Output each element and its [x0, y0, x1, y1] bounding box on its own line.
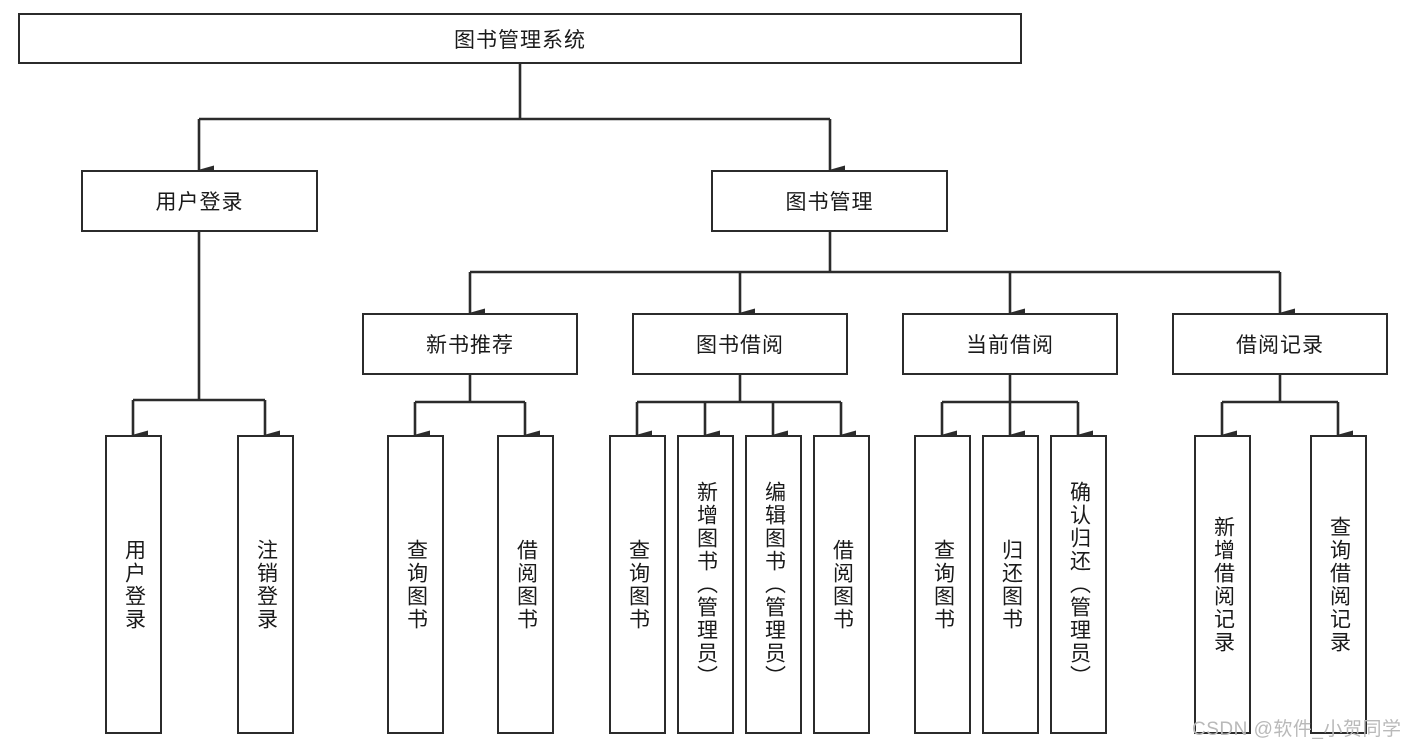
- leaf-query-book-current[interactable]: 查询图书: [914, 435, 971, 734]
- node-book-management[interactable]: 图书管理: [711, 170, 948, 232]
- node-user-login[interactable]: 用户登录: [81, 170, 318, 232]
- leaf-query-borrow-record[interactable]: 查询借阅记录: [1310, 435, 1367, 734]
- node-current-borrow[interactable]: 当前借阅: [902, 313, 1118, 375]
- leaf-label: 编辑图书（管理员）: [762, 481, 786, 688]
- node-root[interactable]: 图书管理系统: [18, 13, 1022, 64]
- leaf-query-book-new[interactable]: 查询图书: [387, 435, 444, 734]
- leaf-label: 借阅图书: [830, 538, 854, 631]
- leaf-borrow-book[interactable]: 借阅图书: [813, 435, 870, 734]
- node-new-book-recommend[interactable]: 新书推荐: [362, 313, 578, 375]
- leaf-user-logout[interactable]: 注销登录: [237, 435, 294, 734]
- leaf-label: 查询图书: [626, 538, 650, 631]
- node-book-borrow[interactable]: 图书借阅: [632, 313, 848, 375]
- leaf-label: 归还图书: [999, 538, 1023, 631]
- leaf-label: 查询图书: [931, 538, 955, 631]
- leaf-edit-book-admin[interactable]: 编辑图书（管理员）: [745, 435, 802, 734]
- leaf-label: 借阅图书: [514, 538, 538, 631]
- leaf-label: 用户登录: [122, 538, 146, 631]
- leaf-label: 注销登录: [254, 538, 278, 631]
- leaf-query-book-borrow[interactable]: 查询图书: [609, 435, 666, 734]
- leaf-borrow-book-new[interactable]: 借阅图书: [497, 435, 554, 734]
- leaf-user-login[interactable]: 用户登录: [105, 435, 162, 734]
- leaf-add-borrow-record[interactable]: 新增借阅记录: [1194, 435, 1251, 734]
- leaf-label: 新增借阅记录: [1211, 515, 1235, 654]
- leaf-label: 查询图书: [404, 538, 428, 631]
- leaf-label: 查询借阅记录: [1327, 515, 1351, 654]
- leaf-add-book-admin[interactable]: 新增图书（管理员）: [677, 435, 734, 734]
- leaf-label: 确认归还（管理员）: [1067, 481, 1091, 688]
- node-borrow-record[interactable]: 借阅记录: [1172, 313, 1388, 375]
- leaf-return-book[interactable]: 归还图书: [982, 435, 1039, 734]
- leaf-label: 新增图书（管理员）: [694, 481, 718, 688]
- leaf-confirm-return-admin[interactable]: 确认归还（管理员）: [1050, 435, 1107, 734]
